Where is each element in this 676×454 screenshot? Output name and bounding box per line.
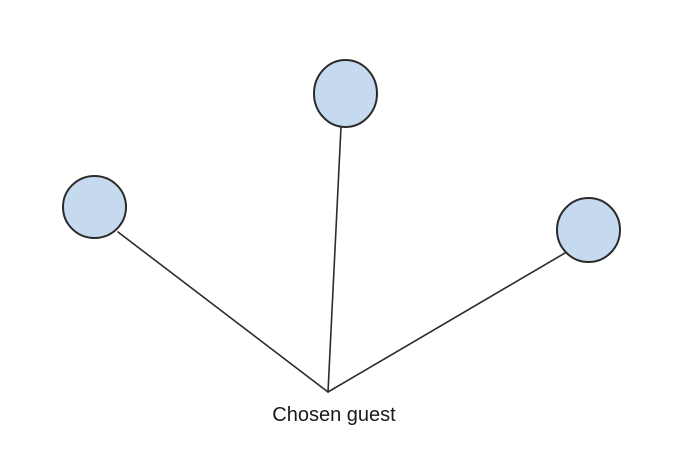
edge-hub-to-top <box>327 126 342 393</box>
chosen-guest-label: Chosen guest <box>272 404 396 426</box>
edge-group <box>117 126 566 393</box>
node-top[interactable] <box>313 59 378 128</box>
node-left[interactable] <box>62 175 127 239</box>
edge-hub-to-left <box>117 231 329 393</box>
label-group: Chosen guest <box>272 404 396 426</box>
node-right[interactable] <box>556 197 621 263</box>
node-group <box>62 59 621 263</box>
edge-hub-to-right <box>327 252 566 393</box>
